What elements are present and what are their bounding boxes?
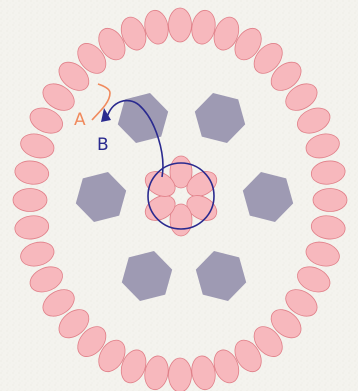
ring-petal [313,189,347,212]
ring-petal [169,8,192,42]
ring-petal [169,358,192,391]
label-a: A [74,110,86,130]
label-b: B [97,135,109,155]
ring-petal [13,189,47,212]
